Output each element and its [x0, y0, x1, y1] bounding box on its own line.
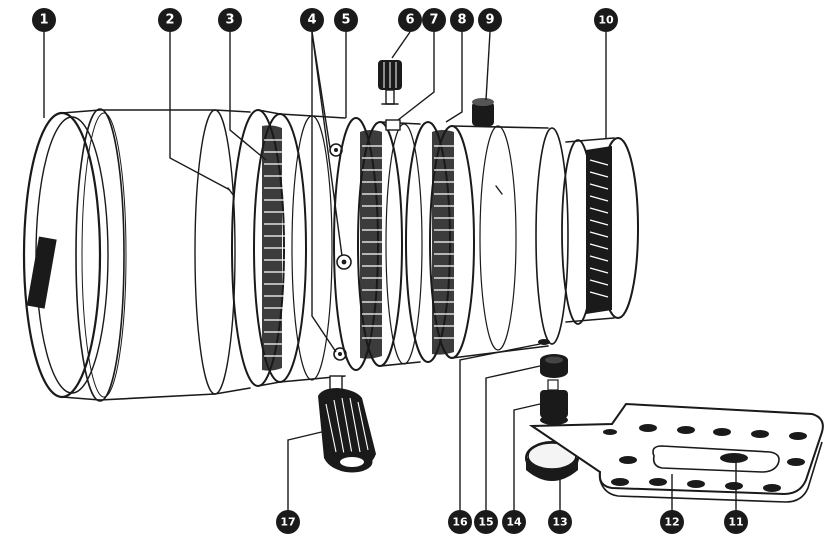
- callout-4: 4: [300, 8, 324, 32]
- callout-2: 2: [158, 8, 182, 32]
- callouts: 1 2 3 4 5 6 7 8 9 10 11 12 13 14 15 16 1…: [32, 8, 748, 534]
- callout-6: 6: [398, 8, 422, 32]
- bolt-14: [540, 379, 568, 425]
- svg-text:14: 14: [506, 516, 522, 529]
- svg-text:1: 1: [39, 13, 48, 28]
- rear-mount: [561, 137, 639, 325]
- callout-16: 16: [448, 510, 472, 534]
- callout-11: 11: [724, 510, 748, 534]
- callout-7: 7: [422, 8, 446, 32]
- thumb-nut: [525, 441, 579, 481]
- svg-text:10: 10: [598, 14, 614, 27]
- svg-text:8: 8: [457, 13, 466, 28]
- callout-13: 13: [548, 510, 572, 534]
- set-screw-top: [472, 98, 494, 126]
- svg-text:3: 3: [225, 13, 234, 28]
- svg-text:16: 16: [452, 516, 468, 529]
- plate-center-hole: [720, 453, 748, 463]
- callout-3: 3: [218, 8, 242, 32]
- callout-5: 5: [334, 8, 358, 32]
- svg-text:13: 13: [552, 516, 567, 529]
- svg-text:17: 17: [280, 516, 295, 529]
- svg-text:7: 7: [429, 13, 438, 28]
- brand-logo: [26, 236, 57, 309]
- callout-14: 14: [502, 510, 526, 534]
- adjust-pin: [378, 60, 402, 105]
- washer-16: [538, 339, 550, 345]
- svg-text:9: 9: [485, 13, 494, 28]
- callout-12: 12: [660, 510, 684, 534]
- lens-barrel: [99, 98, 569, 401]
- svg-text:11: 11: [728, 516, 743, 529]
- svg-text:6: 6: [405, 13, 414, 28]
- svg-text:2: 2: [165, 13, 174, 28]
- callout-1: 1: [32, 8, 56, 32]
- spacer-15: [540, 354, 568, 378]
- callout-17: 17: [276, 510, 300, 534]
- mounting-plate: [528, 402, 824, 503]
- svg-text:15: 15: [478, 516, 493, 529]
- focus-gear-ring: [231, 109, 307, 387]
- callout-8: 8: [450, 8, 474, 32]
- lens-cap: [22, 108, 127, 402]
- svg-text:5: 5: [341, 13, 350, 28]
- locking-knob: [318, 375, 376, 473]
- adjust-slot: [652, 445, 780, 473]
- svg-text:12: 12: [664, 516, 679, 529]
- screw-middle: [336, 254, 352, 270]
- callout-15: 15: [474, 510, 498, 534]
- svg-text:4: 4: [307, 13, 316, 28]
- callout-10: 10: [594, 8, 618, 32]
- callout-9: 9: [478, 8, 502, 32]
